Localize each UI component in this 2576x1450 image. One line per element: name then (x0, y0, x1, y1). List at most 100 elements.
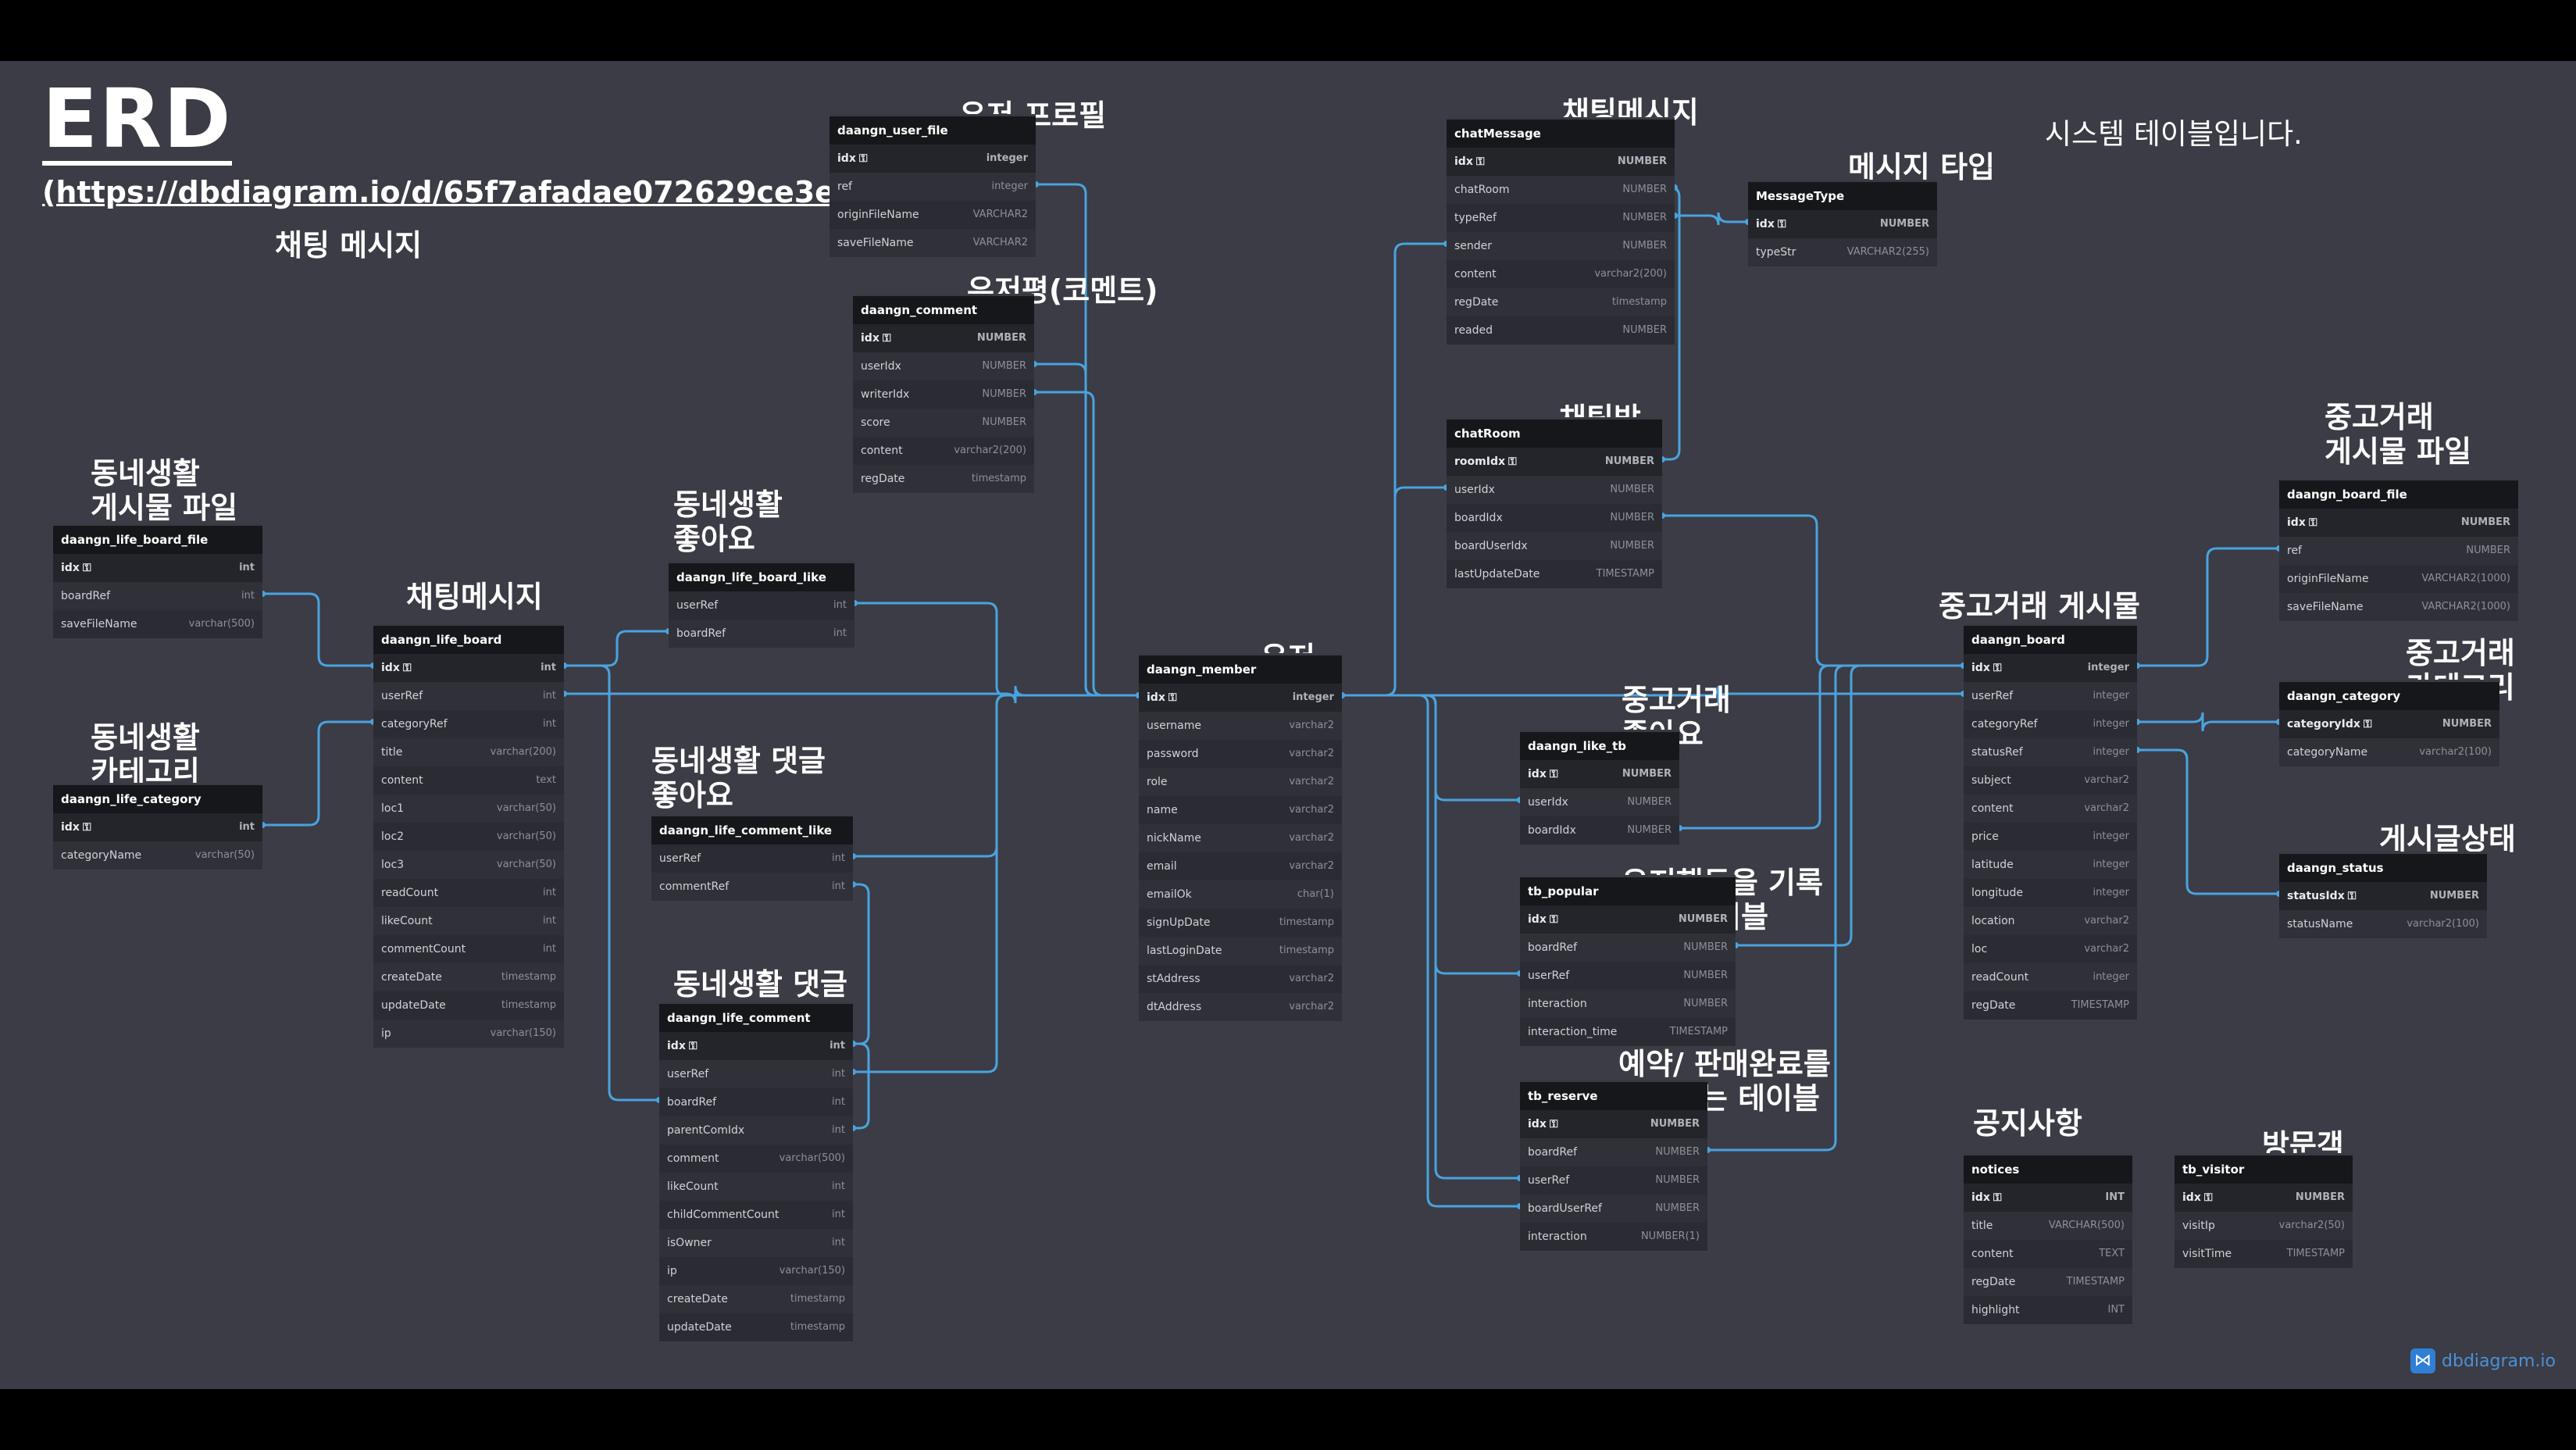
relationship-line[interactable] (2137, 748, 2279, 895)
table-header[interactable]: daangn_life_board (373, 623, 564, 654)
relationship-line[interactable] (564, 685, 1139, 704)
relationship-line[interactable] (1034, 362, 1139, 697)
table-column-row[interactable]: idx ⚿int (53, 813, 262, 841)
relationship-line[interactable] (262, 720, 373, 827)
relationship-line[interactable] (564, 630, 669, 667)
table-column-row[interactable]: idx ⚿int (373, 654, 564, 682)
table-header[interactable]: daangn_member (1139, 653, 1342, 684)
relationship-line[interactable] (1342, 242, 1447, 697)
table-header[interactable]: daangn_comment (853, 294, 1034, 324)
table-header[interactable]: tb_visitor (2175, 1153, 2353, 1184)
relationship-line[interactable] (853, 694, 1139, 858)
relationship-line[interactable] (1342, 694, 1520, 1180)
relationship-line[interactable] (1342, 694, 1520, 1208)
relationship-line[interactable] (855, 602, 1139, 697)
table-column-row[interactable]: idx ⚿NUMBER (2175, 1184, 2353, 1212)
table-header[interactable]: chatMessage (1447, 117, 1675, 148)
relationship-line[interactable] (853, 694, 1139, 1073)
table-header[interactable]: daangn_user_file (830, 114, 1036, 145)
table-column-row[interactable]: idx ⚿int (659, 1032, 853, 1060)
table-header[interactable]: daangn_life_category (53, 783, 262, 813)
relationship-line[interactable] (1342, 694, 1520, 975)
table-header[interactable]: daangn_category (2279, 680, 2499, 710)
table-header[interactable]: daangn_status (2279, 852, 2487, 882)
table-header[interactable]: daangn_board_file (2279, 478, 2518, 509)
table-column-row[interactable]: idx ⚿NUMBER (1520, 905, 1736, 934)
table-column-row[interactable]: idx ⚿NUMBER (1447, 148, 1675, 176)
table-header[interactable]: daangn_board (1964, 623, 2137, 654)
table-column-row[interactable]: roomIdx ⚿NUMBER (1447, 448, 1662, 476)
relationship-line[interactable] (564, 664, 659, 1102)
table-header[interactable]: chatRoom (1447, 417, 1662, 448)
table-header[interactable]: MessageType (1748, 180, 1937, 210)
table-column-row[interactable]: statusIdx ⚿NUMBER (2279, 882, 2487, 910)
relationship-line[interactable] (1662, 514, 1964, 667)
table-column-row[interactable]: idx ⚿NUMBER (853, 324, 1034, 352)
table-header[interactable]: notices (1964, 1153, 2132, 1184)
relationship-line[interactable] (853, 1042, 870, 1130)
table-column-row[interactable]: idx ⚿integer (1139, 684, 1342, 712)
